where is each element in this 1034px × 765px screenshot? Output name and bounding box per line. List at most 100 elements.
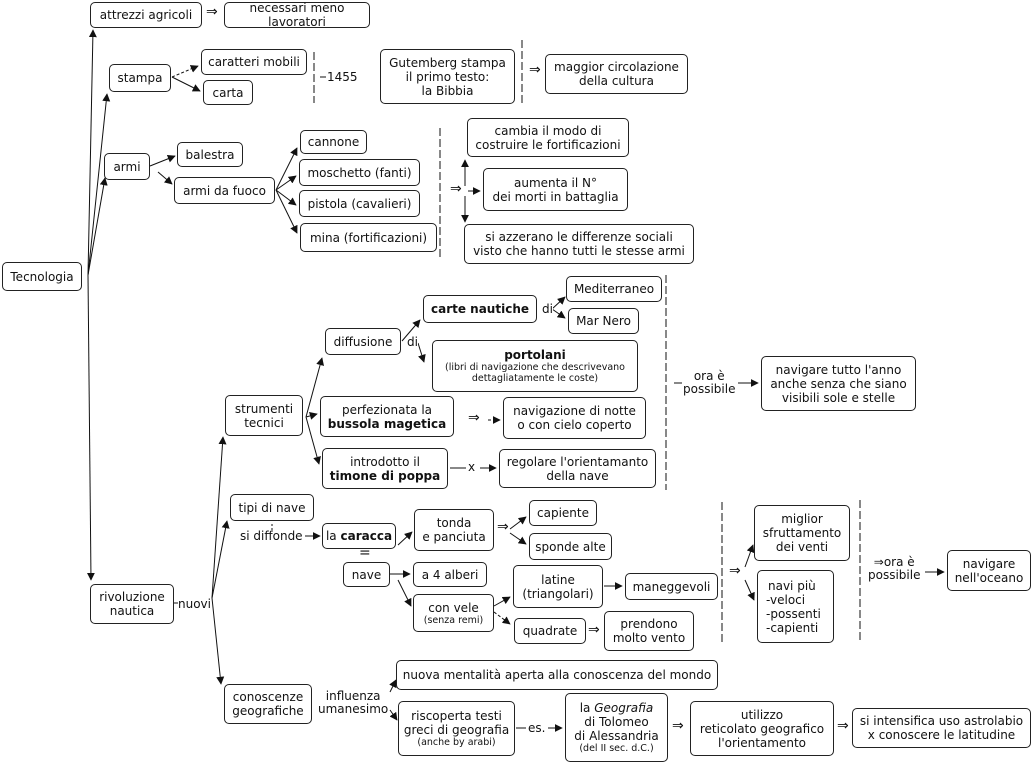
node-text: tecnici <box>244 415 284 430</box>
node-text: navigazione di notte <box>513 404 636 418</box>
node-text: nuova mentalità aperta alla conoscenza d… <box>402 668 712 682</box>
implication-arrow: ⇒ <box>529 62 541 78</box>
equals-sign: = <box>359 545 371 561</box>
node-meno-lavoratori: necessari meno lavoratori <box>224 1 370 29</box>
node-navigazione-notte: navigazione di notte o con cielo coperto <box>503 397 646 439</box>
link-label-di: di <box>407 335 418 349</box>
node-text: dei morti in battaglia <box>492 189 619 204</box>
node-text: nell'oceano <box>954 570 1024 585</box>
node-rivoluzione-nautica: rivoluzione nautica <box>90 584 174 624</box>
node-text: rivoluzione <box>99 590 165 604</box>
node-text: navigare <box>962 556 1016 571</box>
node-reticolato: utilizzo reticolato geografico l'orienta… <box>690 701 834 756</box>
node-text: utilizzo <box>740 707 784 722</box>
node-text: (triangolari) <box>522 586 594 601</box>
node-text: greci di geografia <box>403 723 510 737</box>
node-text: conoscenze <box>232 690 304 704</box>
node-text: capiente <box>537 506 589 520</box>
node-mina: mina (fortificazioni) <box>300 223 437 252</box>
node-bussola: perfezionata la bussola magetica <box>320 396 454 437</box>
node-text: bussola magetica <box>327 416 447 431</box>
node-text: carta <box>212 85 244 100</box>
node-text: timone di poppa <box>329 468 441 483</box>
node-text: con vele <box>428 600 479 615</box>
node-text: della nave <box>546 468 609 483</box>
node-molto-vento: prendono molto vento <box>604 611 694 651</box>
node-astrolabio: si intensifica uso astrolabio x conoscer… <box>852 708 1031 748</box>
node-text: maneggevoli <box>632 579 711 594</box>
node-text: Gutemberg stampa <box>389 55 506 70</box>
node-mar-nero: Mar Nero <box>568 308 639 334</box>
node-text: attrezzi agricoli <box>99 8 193 22</box>
node-text: cambia il modo di <box>494 123 602 138</box>
node-text: o con cielo coperto <box>517 418 632 432</box>
node-con-vele: con vele (senza remi) <box>413 594 494 632</box>
node-text: carte nautiche <box>430 302 529 316</box>
node-text: tonda <box>436 516 472 530</box>
node-text: della cultura <box>579 74 654 88</box>
node-oceano: navigare nell'oceano <box>947 550 1031 591</box>
date-label: 1455 <box>327 70 358 84</box>
node-text: pistola (cavalieri) <box>307 196 412 211</box>
node-text: dettagliatamente le coste) <box>471 373 599 384</box>
node-text: moschetto (fanti) <box>307 165 412 180</box>
node-nave: nave <box>343 562 390 587</box>
node-text: armi <box>113 159 141 174</box>
node-text: costruire le fortificazioni <box>475 137 621 152</box>
node-text: armi da fuoco <box>183 183 266 198</box>
node-title: portolani <box>504 348 566 362</box>
node-text: nautica <box>109 604 155 618</box>
node-text: perfezionata la <box>341 402 433 417</box>
implication-arrow: ⇒ <box>729 563 741 579</box>
node-riscoperta-testi: riscoperta testi greci di geografia (anc… <box>398 701 515 756</box>
implication-arrow: ⇒ <box>497 519 509 535</box>
node-text: molto vento <box>612 631 686 645</box>
node-text: caratteri mobili <box>208 55 300 69</box>
node-text: il primo testo: <box>405 69 490 84</box>
node-text: sponde alte <box>535 539 606 554</box>
node-4-alberi: a 4 alberi <box>413 562 487 587</box>
label-line: umanesimo <box>318 702 389 716</box>
node-text: dei venti <box>775 540 829 554</box>
node-differenze-sociali: si azzerano le differenze sociali visto … <box>464 224 694 264</box>
node-text: -capienti <box>766 620 819 635</box>
node-armi: armi <box>104 153 150 180</box>
node-strumenti-tecnici: strumenti tecnici <box>225 395 303 436</box>
link-label-si-diffonde: si diffonde <box>240 529 303 543</box>
node-text: Mar Nero <box>576 314 631 328</box>
node-text: x conoscere le latitudine <box>867 728 1016 742</box>
node-text: di Alessandria <box>574 729 659 743</box>
node-attrezzi-agricoli: attrezzi agricoli <box>90 2 202 28</box>
node-text: stampa <box>117 71 163 85</box>
node-text: a 4 alberi <box>421 567 479 582</box>
node-latine: latine (triangolari) <box>513 565 603 608</box>
node-text: diffusione <box>333 334 393 349</box>
node-nuova-mentalita: nuova mentalità aperta alla conoscenza d… <box>396 660 718 690</box>
node-geografia-tolomeo: la Geografia di Tolomeo di Alessandria (… <box>565 693 668 762</box>
node-text: regolare l'orientamanto <box>506 454 649 469</box>
node-text: necessari meno lavoratori <box>249 1 345 29</box>
node-text: anche senza che siano <box>770 376 907 391</box>
node-stampa: stampa <box>109 64 171 92</box>
implication-arrow: ⇒ <box>588 622 600 638</box>
implication-arrow: ⇒ <box>206 4 218 20</box>
node-balestra: balestra <box>177 142 243 167</box>
node-carta: carta <box>203 80 253 105</box>
node-conoscenze-geografiche: conoscenze geografiche <box>224 684 312 724</box>
node-text: si intensifica uso astrolabio <box>859 714 1024 728</box>
node-text: (libri di navigazione che descrivevano <box>445 362 625 373</box>
node-tipi-nave: tipi di nave <box>230 494 314 521</box>
node-text: (anche by arabi) <box>417 737 496 748</box>
node-text: navi più <box>768 578 816 593</box>
node-moschetto: moschetto (fanti) <box>299 159 420 186</box>
node-text: miglior <box>781 512 823 526</box>
node-fortificazioni: cambia il modo di costruire le fortifica… <box>467 118 629 157</box>
node-text: l'orientamento <box>717 735 806 750</box>
node-text: mina (fortificazioni) <box>309 230 428 245</box>
node-text: latine <box>541 572 575 587</box>
node-text: Mediterraneo <box>573 282 655 296</box>
node-text-part: Geografia <box>594 701 654 715</box>
node-text: visto che hanno tutti le stesse armi <box>473 244 685 258</box>
link-label-es: es. <box>528 721 546 735</box>
